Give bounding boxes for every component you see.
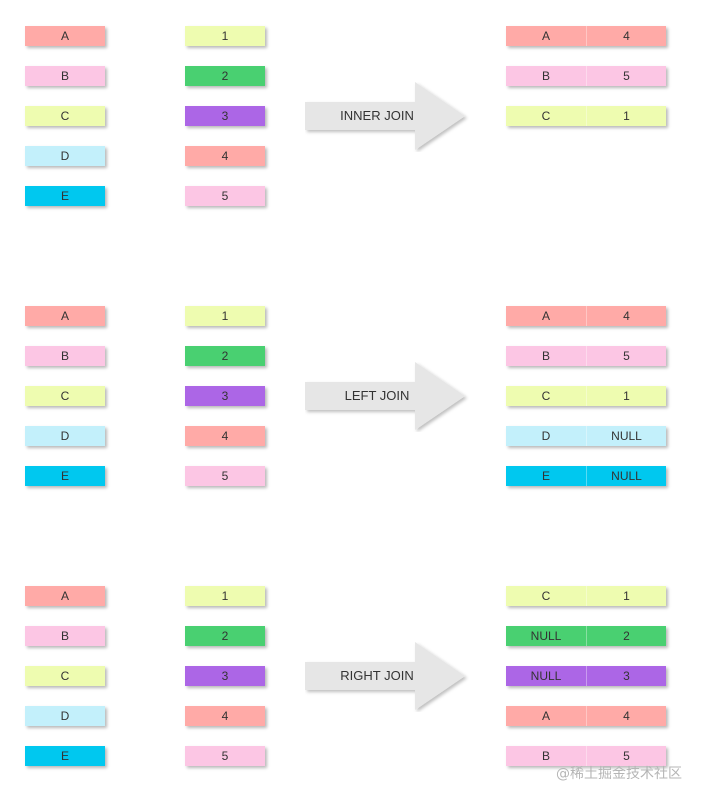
result-right-value: 2 [586, 626, 666, 646]
left-table-cell: B [25, 346, 105, 366]
result-row: NULL 3 [506, 666, 666, 686]
right-table-cell: 2 [185, 626, 265, 646]
left-join-section: A B C D E 1 2 3 4 5 LEFT JOIN A 4 B 5 C … [0, 280, 702, 486]
result-left-value: C [506, 106, 586, 126]
result-row: B 5 [506, 346, 666, 366]
result-left-value: B [506, 746, 586, 766]
result-right-value: 4 [586, 706, 666, 726]
left-table-cell: B [25, 66, 105, 86]
inner-join-arrow-icon: INNER JOIN [305, 82, 469, 152]
result-left-value: B [506, 66, 586, 86]
result-row: B 5 [506, 746, 666, 766]
result-row: A 4 [506, 306, 666, 326]
join-label: RIGHT JOIN [340, 668, 414, 683]
result-right-value: 5 [586, 346, 666, 366]
result-right-value: 5 [586, 746, 666, 766]
left-table-cell: D [25, 426, 105, 446]
left-join-arrow-icon: LEFT JOIN [305, 362, 469, 432]
left-table-cell: A [25, 306, 105, 326]
result-row: E NULL [506, 466, 666, 486]
result-row: A 4 [506, 706, 666, 726]
right-table-cell: 4 [185, 146, 265, 166]
result-left-value: A [506, 306, 586, 326]
result-left-value: E [506, 466, 586, 486]
left-table-cell: D [25, 706, 105, 726]
right-table-cell: 3 [185, 106, 265, 126]
join-label: INNER JOIN [340, 108, 414, 123]
inner-join-section: A B C D E 1 2 3 4 5 INNER JOIN A 4 B 5 C… [0, 0, 702, 206]
result-right-value: NULL [586, 426, 666, 446]
left-table-cell: C [25, 666, 105, 686]
left-table-cell: D [25, 146, 105, 166]
result-left-value: C [506, 386, 586, 406]
left-table-cell: E [25, 186, 105, 206]
result-right-value: 3 [586, 666, 666, 686]
right-table-cell: 1 [185, 586, 265, 606]
right-table-cell: 1 [185, 26, 265, 46]
result-row: C 1 [506, 106, 666, 126]
result-row: C 1 [506, 586, 666, 606]
right-table-cell: 5 [185, 466, 265, 486]
result-row: NULL 2 [506, 626, 666, 646]
result-row: D NULL [506, 426, 666, 446]
result-left-value: NULL [506, 666, 586, 686]
result-right-value: NULL [586, 466, 666, 486]
result-right-value: 5 [586, 66, 666, 86]
result-row: A 4 [506, 26, 666, 46]
right-table-cell: 3 [185, 666, 265, 686]
left-table-cell: E [25, 466, 105, 486]
right-join-section: A B C D E 1 2 3 4 5 RIGHT JOIN C 1 NULL … [0, 560, 702, 766]
result-left-value: C [506, 586, 586, 606]
result-left-value: A [506, 26, 586, 46]
right-table-cell: 4 [185, 706, 265, 726]
result-right-value: 1 [586, 386, 666, 406]
right-table-cell: 2 [185, 346, 265, 366]
result-left-value: NULL [506, 626, 586, 646]
result-row: C 1 [506, 386, 666, 406]
left-table-cell: C [25, 106, 105, 126]
result-left-value: D [506, 426, 586, 446]
right-table-cell: 5 [185, 186, 265, 206]
result-right-value: 4 [586, 26, 666, 46]
left-table-cell: A [25, 26, 105, 46]
left-table-cell: C [25, 386, 105, 406]
watermark: @稀土掘金技术社区 [556, 766, 682, 782]
join-label: LEFT JOIN [344, 388, 410, 403]
result-right-value: 4 [586, 306, 666, 326]
result-left-value: A [506, 706, 586, 726]
result-right-value: 1 [586, 106, 666, 126]
right-table-cell: 5 [185, 746, 265, 766]
left-table-cell: E [25, 746, 105, 766]
left-table-cell: B [25, 626, 105, 646]
right-join-arrow-icon: RIGHT JOIN [305, 642, 469, 712]
left-table-cell: A [25, 586, 105, 606]
right-table-cell: 3 [185, 386, 265, 406]
result-row: B 5 [506, 66, 666, 86]
right-table-cell: 4 [185, 426, 265, 446]
result-right-value: 1 [586, 586, 666, 606]
right-table-cell: 1 [185, 306, 265, 326]
result-left-value: B [506, 346, 586, 366]
right-table-cell: 2 [185, 66, 265, 86]
